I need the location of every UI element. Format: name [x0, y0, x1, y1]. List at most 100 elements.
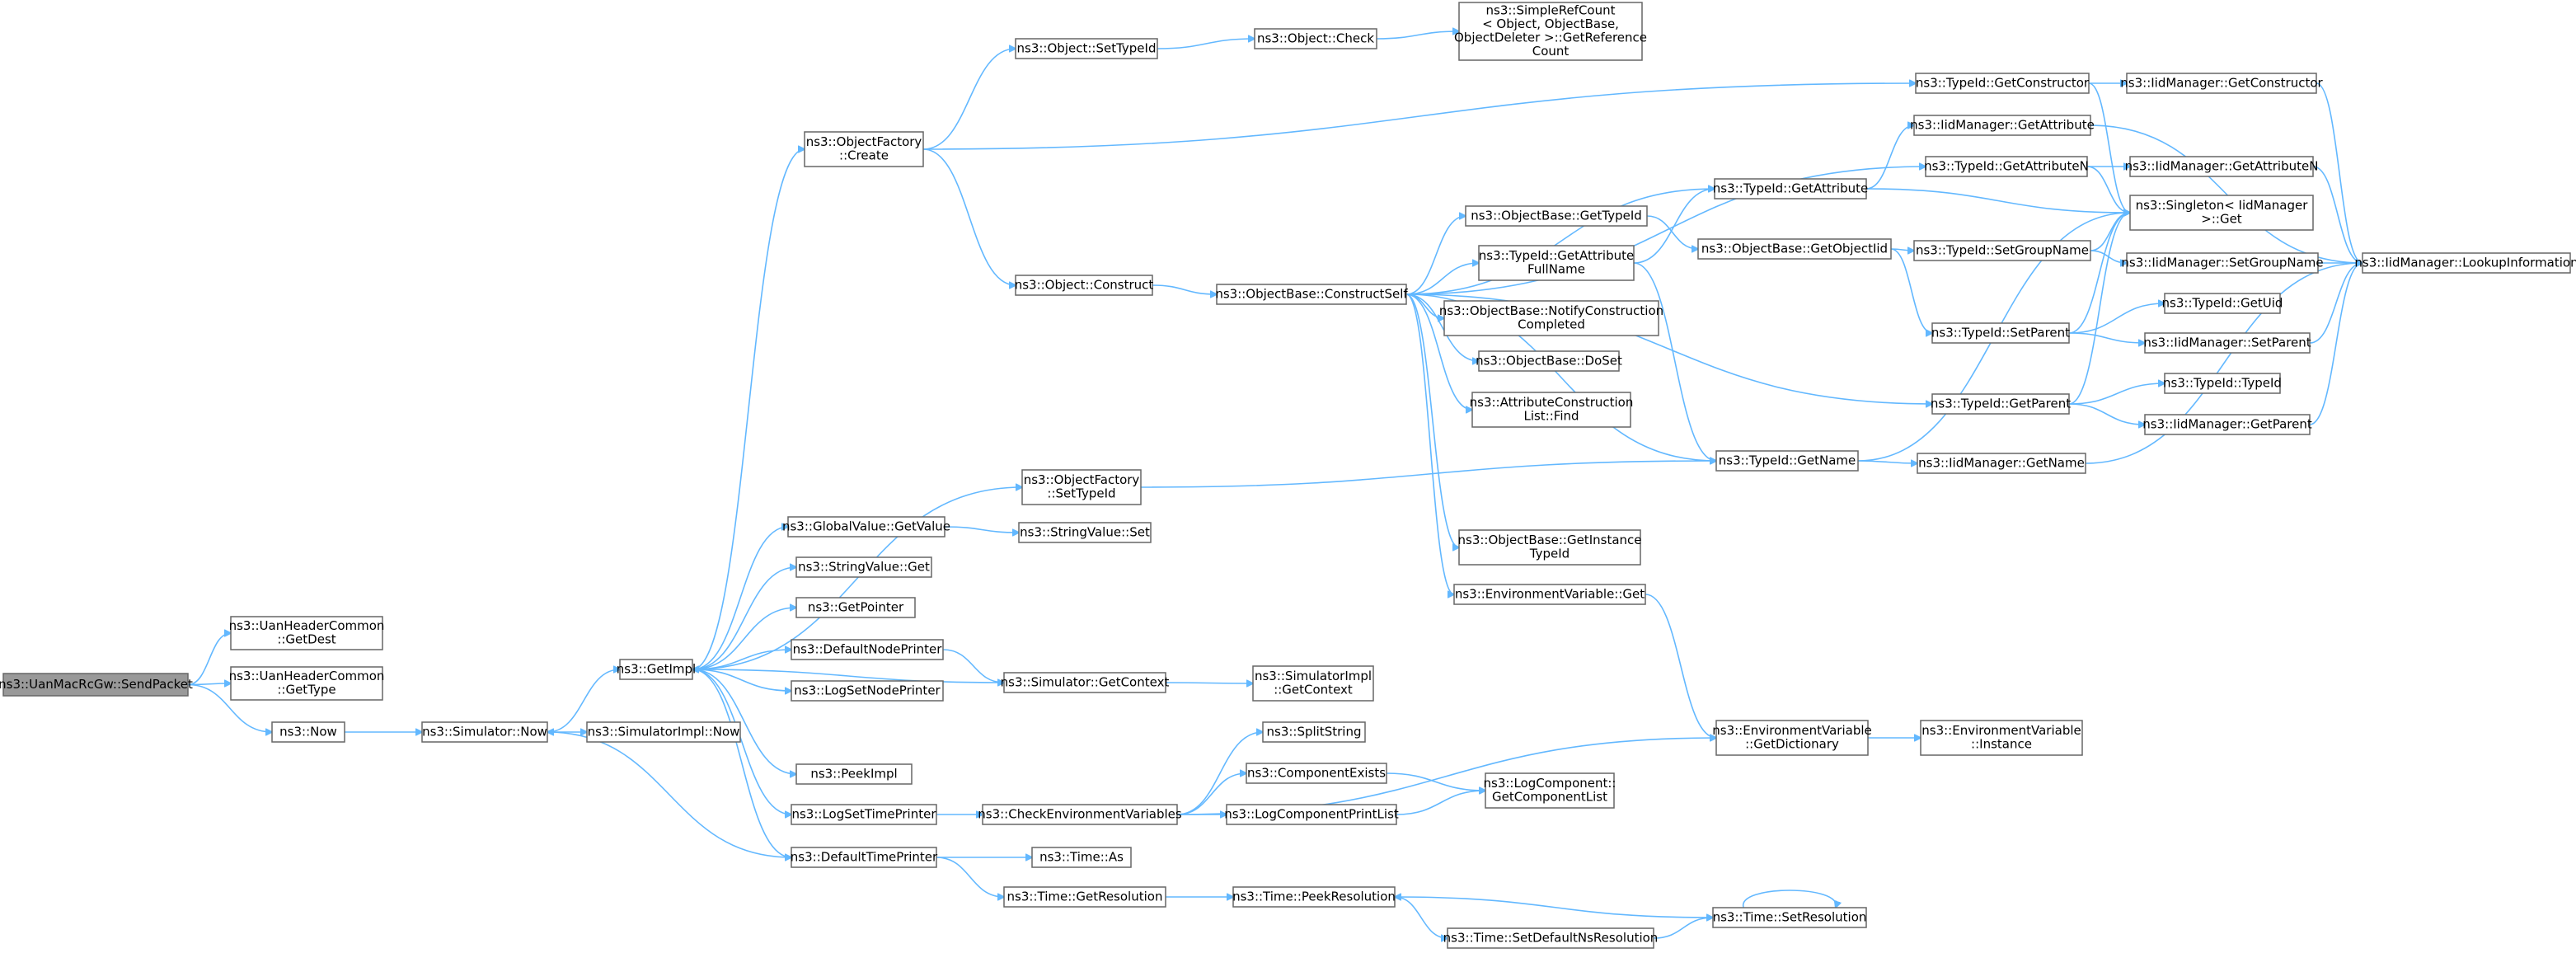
node-label: ns3::UanHeaderCommon [229, 618, 385, 633]
node-defaultnodeprinter[interactable]: ns3::DefaultNodePrinter [791, 639, 944, 660]
call-edge-tid_getattrfullname-to-tid_getname [1633, 262, 1716, 461]
node-logcompprintlist[interactable]: ns3::LogComponentPrintList [1224, 804, 1399, 825]
node-label: ns3::IidManager::GetParent [2142, 416, 2312, 431]
node-time_as[interactable]: ns3::Time::As [1031, 847, 1132, 868]
node-getpointer[interactable]: ns3::GetPointer [795, 597, 916, 618]
node-gettype[interactable]: ns3::UanHeaderCommon::GetType [229, 666, 385, 701]
node-obj_construct[interactable]: ns3::Object::Construct [1015, 275, 1154, 296]
node-tid_typeid[interactable]: ns3::TypeId::TypeId [2163, 373, 2282, 394]
node-tid_setgroupname[interactable]: ns3::TypeId::SetGroupName [1913, 240, 2091, 261]
node-label: ::GetContext [1274, 683, 1353, 697]
node-sim_now[interactable]: ns3::Simulator::Now [421, 721, 548, 743]
node-splitstring[interactable]: ns3::SplitString [1262, 721, 1366, 743]
node-of_create[interactable]: ns3::ObjectFactory::Create [804, 131, 924, 167]
node-iid_getname[interactable]: ns3::IidManager::GetName [1917, 453, 2086, 474]
node-label: ns3::EnvironmentVariable [1921, 723, 2081, 738]
node-gv_getvalue[interactable]: ns3::GlobalValue::GetValue [782, 516, 950, 538]
node-time_setres[interactable]: ns3::Time::SetResolution [1712, 907, 1867, 928]
node-label: ::GetDest [277, 632, 335, 647]
node-label: ns3::ObjectBase::GetInstance [1458, 533, 1642, 547]
node-checkenv[interactable]: ns3::CheckEnvironmentVariables [978, 804, 1182, 825]
node-box [791, 847, 937, 868]
node-box [791, 639, 944, 660]
node-ob_doset[interactable]: ns3::ObjectBase::DoSet [1476, 350, 1622, 372]
call-edge-tid_setparent-to-iid_setparent [2068, 332, 2145, 343]
node-envvar_getdict[interactable]: ns3::EnvironmentVariable::GetDictionary [1712, 720, 1872, 756]
node-tid_getattributen[interactable]: ns3::TypeId::GetAttributeN [1924, 156, 2089, 177]
node-label: ns3::TypeId::SetGroupName [1916, 242, 2089, 257]
node-envvar_instance[interactable]: ns3::EnvironmentVariable::Instance [1920, 720, 2083, 756]
node-defaulttimeprinter[interactable]: ns3::DefaultTimePrinter [791, 847, 938, 868]
node-tid_setparent[interactable]: ns3::TypeId::SetParent [1931, 322, 2070, 344]
node-obj_check[interactable]: ns3::Object::Check [1254, 28, 1377, 49]
node-of_settypeid[interactable]: ns3::ObjectFactory::SetTypeId [1021, 469, 1142, 505]
node-logcomp_getlist[interactable]: ns3::LogComponent::GetComponentList [1484, 772, 1616, 809]
call-edge-tid_setparent-to-singleton_get [2068, 213, 2130, 334]
node-box [1254, 28, 1377, 49]
node-time_setdefaultns[interactable]: ns3::Time::SetDefaultNsResolution [1443, 927, 1659, 949]
node-tid_getname[interactable]: ns3::TypeId::GetName [1715, 450, 1859, 472]
node-time_getres[interactable]: ns3::Time::GetResolution [1003, 886, 1166, 908]
call-edge-sim_getcontext-to-getimpl [692, 669, 1005, 683]
node-tid_getattribute[interactable]: ns3::TypeId::GetAttribute [1713, 178, 1868, 200]
node-box [1226, 804, 1397, 825]
node-label: TypeId [1529, 547, 1570, 561]
node-singleton_get[interactable]: ns3::Singleton< IidManager >::Get [2129, 195, 2314, 231]
node-iid_setparent[interactable]: ns3::IidManager::SetParent [2143, 332, 2311, 354]
node-label: GetComponentList [1492, 790, 1607, 805]
node-tid_getparent[interactable]: ns3::TypeId::GetParent [1931, 393, 2071, 415]
node-label: ns3::TypeId::GetConstructor [1916, 75, 2090, 90]
call-edge-checkenv-to-splitstring [1176, 732, 1263, 815]
node-iid_getattribute[interactable]: ns3::IidManager::GetAttribute [1910, 115, 2095, 136]
node-sendpacket[interactable]: ns3::UanMacRcGw::SendPacket [0, 673, 193, 697]
node-box [2144, 332, 2311, 354]
node-ob_constructself[interactable]: ns3::ObjectBase::ConstructSelf [1215, 284, 1408, 305]
node-componentexists[interactable]: ns3::ComponentExists [1246, 763, 1387, 784]
node-label: ns3::EnvironmentVariable [1712, 723, 1871, 738]
node-peekimpl[interactable]: ns3::PeekImpl [795, 763, 913, 785]
node-label: ns3::GetPointer [808, 599, 904, 614]
call-edge-defaultnodeprinter-to-sim_getcontext [942, 649, 1004, 683]
node-label: Completed [1518, 317, 1585, 332]
node-box [804, 131, 924, 167]
node-iid_setgroupname[interactable]: ns3::IidManager::SetGroupName [2121, 252, 2324, 274]
node-simimpl_now[interactable]: ns3::SimulatorImpl::Now [586, 721, 741, 743]
node-label: ns3::Object::Check [1257, 31, 1374, 45]
node-iid_getconstructor[interactable]: ns3::IidManager::GetConstructor [2120, 73, 2324, 94]
node-tid_getuid[interactable]: ns3::TypeId::GetUid [2162, 293, 2283, 314]
node-label: ns3::TypeId::GetUid [2162, 295, 2283, 310]
node-label: ns3::Simulator::Now [422, 724, 547, 739]
node-getdest[interactable]: ns3::UanHeaderCommon::GetDest [229, 616, 385, 650]
node-label: ns3::ObjectBase::GetTypeId [1471, 208, 1642, 223]
call-edge-checkenv-to-componentexists [1176, 773, 1246, 815]
node-simimpl_getcontext[interactable]: ns3::SimulatorImpl::GetContext [1252, 665, 1374, 702]
node-box [1018, 522, 1152, 543]
node-tid_getconstructor[interactable]: ns3::TypeId::GetConstructor [1915, 73, 2090, 94]
node-now[interactable]: ns3::Now [271, 721, 345, 743]
node-obj_settypeid[interactable]: ns3::Object::SetTypeId [1015, 38, 1158, 59]
node-time_peekres[interactable]: ns3::Time::PeekResolution [1232, 886, 1396, 908]
node-simplerefcount[interactable]: ns3::SimpleRefCount< Object, ObjectBase,… [1454, 2, 1647, 61]
node-logsetnodeprinter[interactable]: ns3::LogSetNodePrinter [791, 680, 944, 702]
node-logsettimeprinter[interactable]: ns3::LogSetTimePrinter [791, 804, 937, 825]
node-iid_getattributen[interactable]: ns3::IidManager::GetAttributeN [2125, 156, 2319, 177]
node-sv_set[interactable]: ns3::StringValue::Set [1018, 522, 1152, 543]
node-envvar_get[interactable]: ns3::EnvironmentVariable::Get [1453, 584, 1646, 605]
node-box [1453, 584, 1646, 605]
node-iid_lookup[interactable]: ns3::IidManager::LookupInformation [2354, 252, 2576, 274]
node-sv_get[interactable]: ns3::StringValue::Get [795, 556, 932, 578]
node-sim_getcontext[interactable]: ns3::Simulator::GetContext [1001, 672, 1170, 693]
node-ob_gettypeid[interactable]: ns3::ObjectBase::GetTypeId [1465, 205, 1648, 227]
node-iid_getparent[interactable]: ns3::IidManager::GetParent [2142, 414, 2312, 435]
node-getimpl[interactable]: ns3::GetImpl [617, 659, 696, 680]
node-label: ns3::DefaultTimePrinter [791, 849, 938, 864]
node-label: ns3::GetImpl [617, 661, 696, 676]
node-label: ns3::StringValue::Set [1020, 524, 1150, 539]
node-label: ns3::LogComponent:: [1484, 776, 1616, 791]
node-ob_notify[interactable]: ns3::ObjectBase::NotifyConstructionCompl… [1439, 300, 1663, 336]
node-label: ns3::IidManager::SetGroupName [2121, 255, 2323, 270]
node-ob_getobjectiid[interactable]: ns3::ObjectBase::GetObjectIid [1697, 238, 1892, 260]
